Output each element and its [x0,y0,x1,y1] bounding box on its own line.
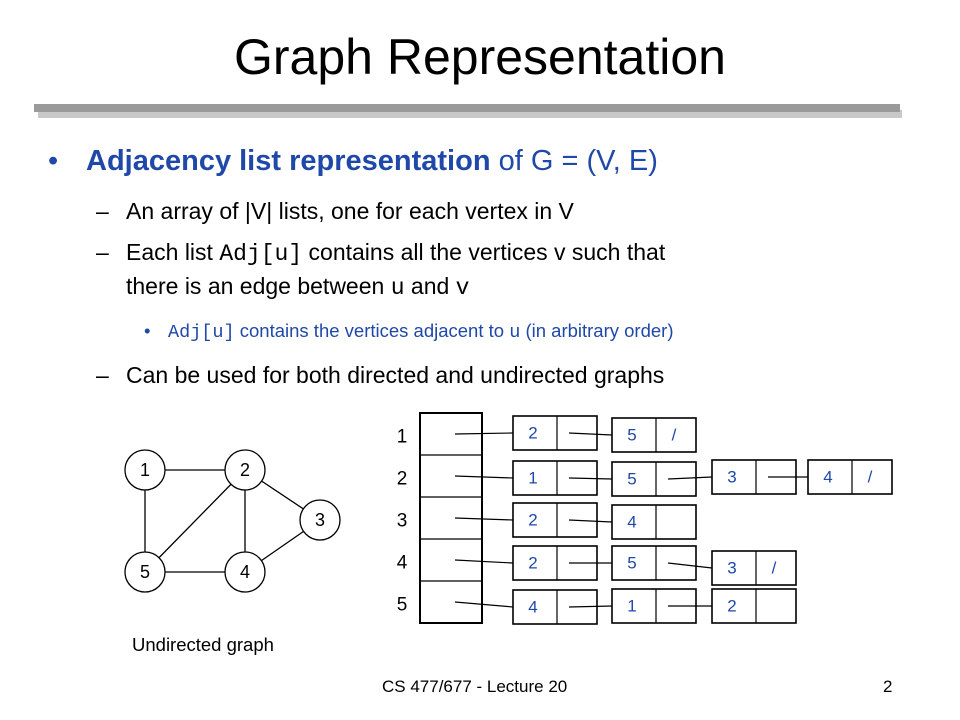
graph-node-2 [224,449,266,491]
list-node-value: 5 [627,554,636,573]
footer-page-number: 2 [883,677,893,696]
array-pointer [454,475,514,479]
graph-node-label-5: 5 [140,562,150,582]
list-node-value: 3 [727,468,736,487]
null-terminator: / [772,559,777,578]
graph-node-label-2: 2 [240,460,250,480]
bullet-rest-text: of G = (V, E) [490,145,658,177]
list-node-value: 4 [823,468,832,487]
bullet-bold-text: Adjacency list representation [86,145,491,177]
u-code: u [390,275,405,301]
sub-dash-2: – [96,239,109,265]
array-pointer [454,559,514,564]
graph-node-1 [124,449,166,491]
list-node [611,545,697,581]
next-pointer [568,519,613,523]
list-node-value: 3 [727,559,736,578]
sub-bullet-each-list-line2: there is an edge between u and v [126,270,469,304]
graph-node-5 [124,551,166,593]
array-index-label: 2 [397,469,408,490]
array-pointer [454,517,514,521]
sub2-line1-b: contains all the vertices v such that [302,239,666,265]
sub3-a: contains the vertices adjacent to [234,320,510,341]
graph-node-3 [299,499,341,541]
bullet-adjacency-list: Adjacency list representation of G = (V,… [86,143,658,179]
list-node-value: 1 [627,597,636,616]
list-node [512,415,598,451]
sub1-v: V [250,198,267,224]
next-pointer [667,476,713,480]
array-pointer [454,601,514,608]
bar-right: | [266,198,273,224]
list-node [611,504,697,540]
list-node-value: 2 [528,511,537,530]
u-code-small: u [509,322,521,343]
bar-left: | [244,198,251,224]
array-index-label: 1 [397,427,408,448]
subsub-bullet-adjacent: Adj[u] contains the vertices adjacent to… [168,318,674,346]
v-code: v [455,275,470,301]
list-node [611,461,697,497]
next-pointer [568,432,613,436]
array-index-label: 3 [397,511,408,532]
list-node-value: 5 [627,470,636,489]
next-pointer [667,562,713,569]
title-divider [34,104,900,112]
list-node [512,502,598,538]
list-node [807,459,893,495]
array-index-label: 4 [397,553,408,574]
list-node [711,588,797,624]
sub2-line2-b: and [404,273,456,299]
adj-u-code-small: Adj[u] [168,322,235,343]
graph-edge-2-5 [144,469,246,573]
graph-node-label-3: 3 [315,510,325,530]
graph-node-label-1: 1 [140,460,150,480]
list-node-value: 4 [528,598,537,617]
footer-course: CS 477/677 - Lecture 20 [382,677,568,696]
sub1-part1: An array of [126,198,245,224]
next-pointer [568,477,613,480]
array-pointer [454,432,514,435]
subsub-dot: • [144,320,151,341]
sub3-b: (in arbitrary order) [520,320,674,341]
adjacency-array [419,412,483,624]
graph-caption: Undirected graph [132,634,274,655]
sub2-line1-a: Each list [126,239,220,265]
list-node-value: 1 [528,469,537,488]
sub-dash-1: – [96,198,109,224]
bullet-marker: • [48,145,59,177]
array-index-label: 5 [397,595,408,616]
title-divider-shadow [38,110,902,118]
sub-bullet-directed-undirected: Can be used for both directed and undire… [126,362,665,388]
sub-dash-4: – [96,362,109,388]
next-pointer [568,605,613,608]
adj-u-code: Adj[u] [219,241,303,267]
sub-bullet-array: An array of |V| lists, one for each vert… [126,195,574,227]
list-node-value: 4 [627,513,636,532]
sub1-part2: lists, one for each vertex in V [278,198,574,224]
list-node-value: 2 [528,554,537,573]
list-node [611,417,697,453]
list-node [711,550,797,586]
graph-node-4 [224,551,266,593]
list-node-value: 2 [727,597,736,616]
sub-bullet-each-list-line1: Each list Adj[u] contains all the vertic… [126,236,665,270]
graph-node-label-4: 4 [240,562,250,582]
slide-title: Graph Representation [234,29,726,85]
sub2-line2-a: there is an edge between [126,273,391,299]
null-terminator: / [868,468,873,487]
null-terminator: / [672,426,677,445]
list-node-value: 5 [627,426,636,445]
list-node-value: 2 [528,424,537,443]
